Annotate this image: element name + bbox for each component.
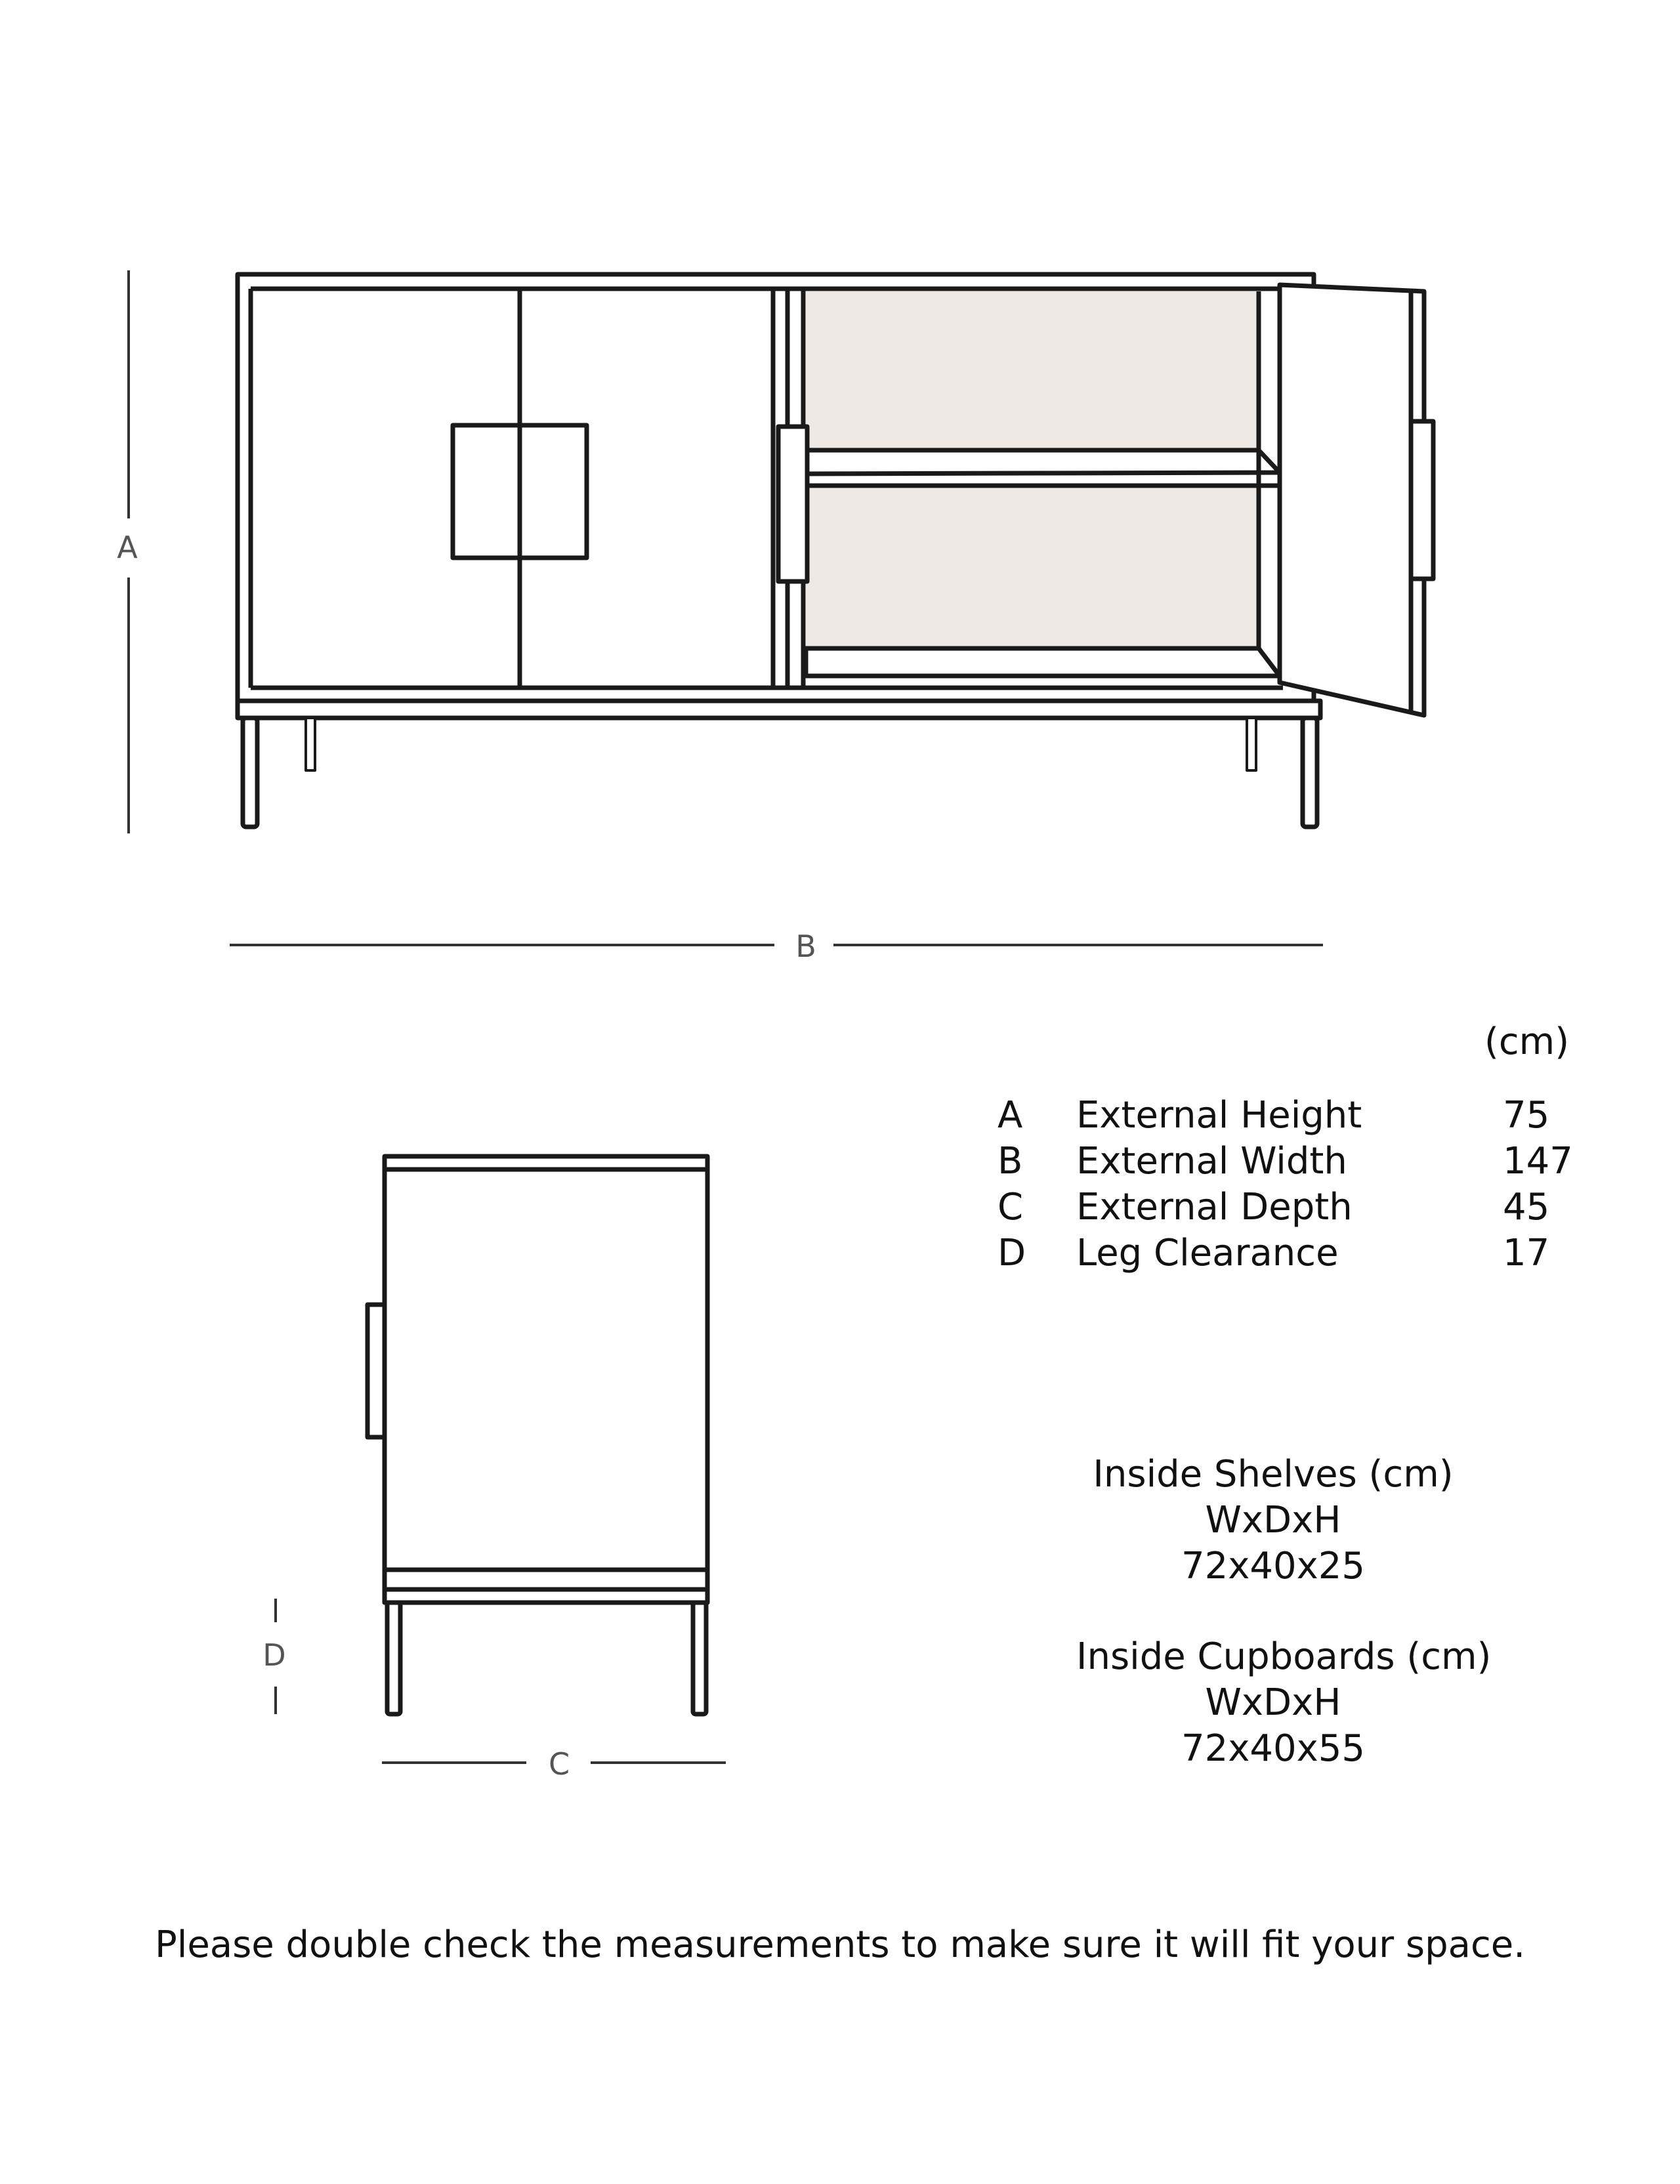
inside-cupboards-title: Inside Cupboards (cm) [1076,1635,1492,1678]
open-cupboard-interior [776,291,1282,679]
spec-key: A [998,1094,1023,1137]
open-door [1277,282,1436,718]
dimension-b-label: B [795,929,816,964]
partition-handle [776,424,810,584]
inside-cupboards-dims: 72x40x55 [1181,1727,1366,1770]
spec-row-a: A External Height 75 [998,1093,1601,1139]
side-handle [365,1302,387,1440]
front-leg-right [1300,715,1320,830]
spec-key: B [998,1140,1023,1183]
spec-key: C [998,1186,1024,1228]
spec-value: 17 [1503,1232,1550,1274]
interior-upper [806,291,1259,449]
spec-label: Leg Clearance [1076,1232,1339,1274]
inside-cupboards-format: WxDxH [1205,1681,1341,1724]
spec-value: 45 [1503,1186,1550,1228]
front-base [235,698,1323,830]
inside-shelves-format: WxDxH [1205,1499,1341,1542]
inside-shelves-dims: 72x40x25 [1181,1545,1366,1587]
spec-value: 75 [1503,1094,1550,1137]
side-leg-right [690,1600,709,1717]
side-base-plate [382,1587,710,1605]
back-leg-left [304,717,316,772]
spec-row-c: C External Depth 45 [998,1185,1601,1230]
spec-label: External Width [1076,1140,1347,1183]
side-leg-left [385,1600,403,1717]
dimension-d-label: D [262,1637,286,1673]
unit-label: (cm) [1484,1020,1570,1063]
shelf [803,448,1282,476]
inside-cupboards-block: Inside Cupboards (cm) WxDxH 72x40x55 [1076,1634,1492,1772]
square-door-handle [450,423,589,560]
cupboard-floor [803,646,1282,679]
inside-shelves-block: Inside Shelves (cm) WxDxH 72x40x25 [1076,1452,1470,1589]
back-leg-right [1246,717,1257,772]
front-base-plate [235,698,1323,721]
spec-key: D [998,1232,1026,1274]
spec-label: External Depth [1076,1186,1353,1228]
open-door-handle [1408,419,1436,581]
spec-row-b: B External Width 147 [998,1139,1601,1185]
front-leg-left [240,715,260,830]
spec-label: External Height [1076,1094,1362,1137]
footer-note: Please double check the measurements to … [154,1923,1526,1966]
spec-row-d: D Leg Clearance 17 [998,1230,1601,1276]
open-door-panel [1277,282,1427,718]
inside-shelves-title: Inside Shelves (cm) [1093,1453,1454,1496]
side-body [382,1154,710,1592]
interior-lower [806,486,1259,647]
dimension-a-label: A [117,530,138,565]
side-view [365,1154,710,1717]
spec-value: 147 [1503,1140,1573,1183]
dimension-c-label: C [548,1746,570,1782]
